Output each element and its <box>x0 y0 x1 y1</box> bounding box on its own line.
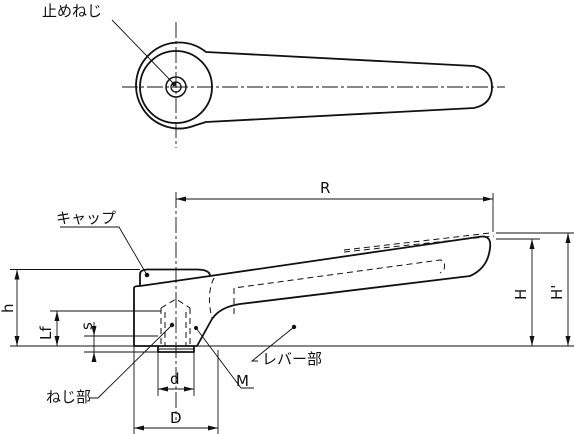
drill-point-hidden <box>160 298 191 309</box>
thread-leader <box>90 324 173 399</box>
set-screw-outer <box>165 76 187 98</box>
Lf-arrow-bottom <box>54 336 60 346</box>
set-screw-leader <box>111 19 175 85</box>
R-label: R <box>320 179 330 197</box>
top-view-hub-circle <box>139 50 213 124</box>
H-arrow-bottom <box>529 336 535 346</box>
h-label: h <box>0 303 17 313</box>
top-view-lever-outline <box>135 41 493 130</box>
D-arrow-left <box>134 425 144 431</box>
cap-leader <box>60 226 148 276</box>
lever-groove-hidden <box>233 259 445 314</box>
Hp-arrow-top <box>565 233 571 243</box>
h-arrow-top <box>14 269 20 280</box>
hub-fillet-hidden <box>208 277 215 319</box>
D-arrow-right <box>208 425 218 431</box>
M-leader-dot <box>194 326 198 330</box>
d-label: d <box>170 370 180 388</box>
lever-label: レバー部 <box>262 350 322 368</box>
Lf-arrow-top <box>54 311 60 321</box>
D-label: D <box>170 409 182 427</box>
M-leader <box>195 327 254 389</box>
s-arrow-top <box>91 326 97 336</box>
upper-edge-hidden <box>343 232 491 251</box>
thread-leader-dot <box>169 322 175 328</box>
top-view: 止めねじ <box>42 2 505 148</box>
M-label: M <box>236 372 249 390</box>
H-arrow-top <box>529 239 535 249</box>
R-arrow-right <box>483 196 493 202</box>
set-screw-leader-dot <box>171 81 177 87</box>
upper-edge-hidden-2 <box>343 235 495 253</box>
cap-label: キャップ <box>56 209 116 227</box>
lever-leader <box>250 326 295 362</box>
Hp-arrow-bottom <box>565 336 571 346</box>
set-screw-hex <box>170 81 182 93</box>
R-arrow-left <box>176 196 186 202</box>
d-arrow-left <box>158 386 168 392</box>
h-arrow-bottom <box>14 336 20 346</box>
Hp-label: H' <box>548 285 566 300</box>
thread-label: ねじ部 <box>46 388 91 406</box>
s-arrow-bottom <box>91 352 97 362</box>
H-label: H <box>512 289 530 300</box>
set-screw-label: 止めねじ <box>42 2 102 20</box>
d-arrow-right <box>184 386 194 392</box>
side-view: R H H' h Lf s <box>0 179 574 434</box>
Lf-label: Lf <box>37 326 55 340</box>
s-label: s <box>78 322 96 330</box>
lever-leader-dot <box>291 324 297 330</box>
lever-outline <box>133 235 492 347</box>
cap-shape <box>139 268 211 286</box>
